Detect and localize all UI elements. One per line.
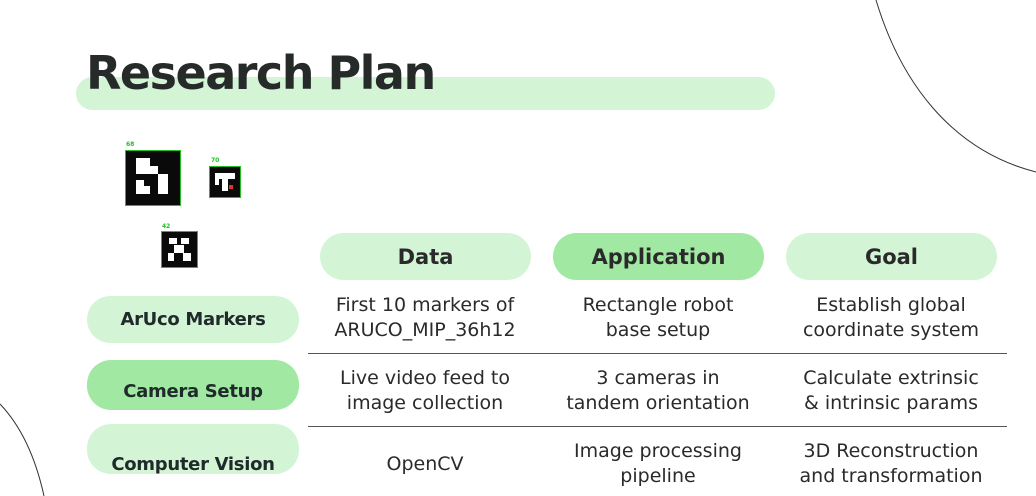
column-header-application: Application — [553, 233, 764, 280]
cell-vision-application: Image processing pipeline — [574, 440, 742, 487]
row-divider — [308, 426, 1007, 427]
page-title: Research Plan — [86, 46, 436, 100]
cell-aruco-data: First 10 markers of ARUCO_MIP_36h12 — [334, 294, 516, 341]
title-highlight — [76, 77, 775, 110]
column-header-goal: Goal — [786, 233, 997, 280]
cell-camera-goal: Calculate extrinsic & intrinsic params — [803, 367, 979, 414]
cell-vision-data: OpenCV — [386, 453, 464, 475]
row-label-camera-setup: Camera Setup — [87, 360, 299, 410]
aruco-marker-image — [125, 150, 181, 206]
cell-aruco-application: Rectangle robot base setup — [582, 294, 734, 341]
row-label-aruco-markers: ArUco Markers — [87, 296, 299, 343]
marker-id-label: 42 — [162, 223, 171, 230]
row-label-computer-vision: Computer Vision — [87, 424, 299, 475]
aruco-marker-image — [209, 166, 241, 198]
cell-camera-application: 3 cameras in tandem orientation — [566, 367, 750, 414]
aruco-marker-image — [161, 231, 198, 268]
row-divider — [308, 353, 1007, 354]
cell-camera-data: Live video feed to image collection — [339, 367, 511, 414]
marker-id-label: 70 — [211, 157, 220, 164]
marker-id-label: 68 — [126, 141, 135, 148]
cell-aruco-goal: Establish global coordinate system — [802, 294, 980, 341]
column-header-data: Data — [320, 233, 531, 280]
cell-vision-goal: 3D Reconstruction and transformation — [799, 440, 983, 487]
